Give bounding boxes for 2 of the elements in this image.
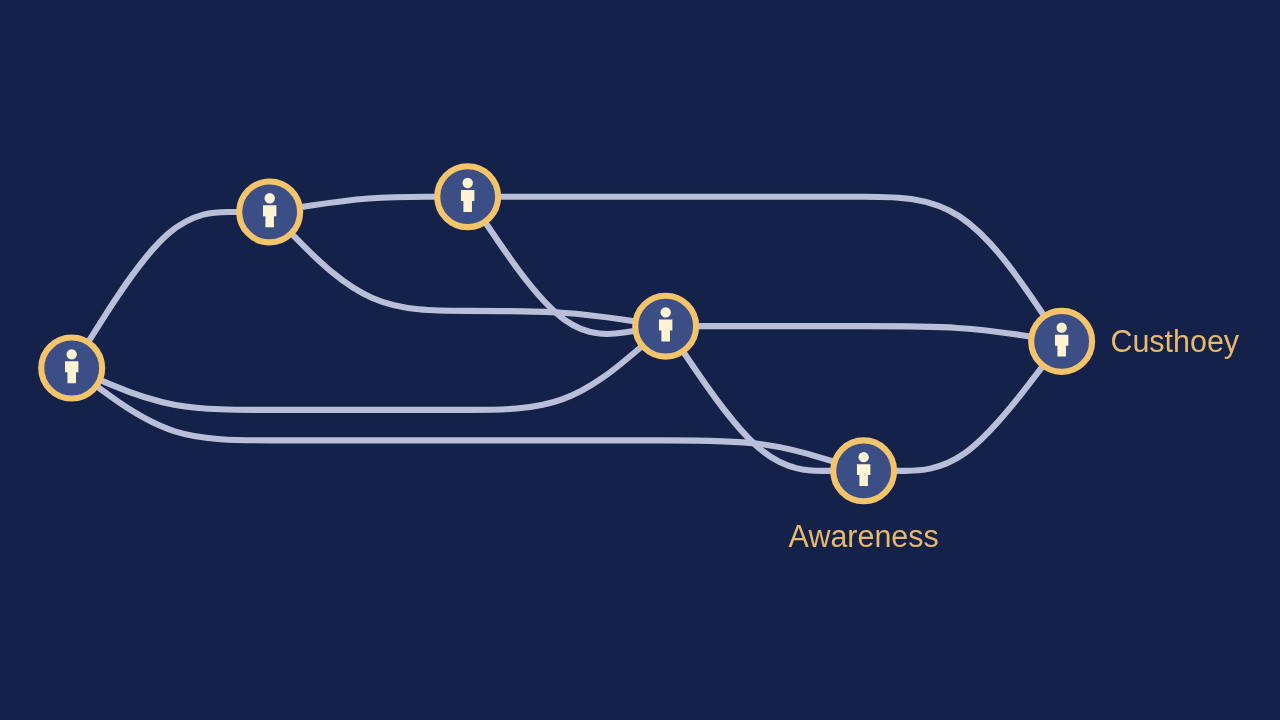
node-caption: Awareness xyxy=(788,519,939,554)
node-caption: Custhoey xyxy=(1110,324,1239,359)
